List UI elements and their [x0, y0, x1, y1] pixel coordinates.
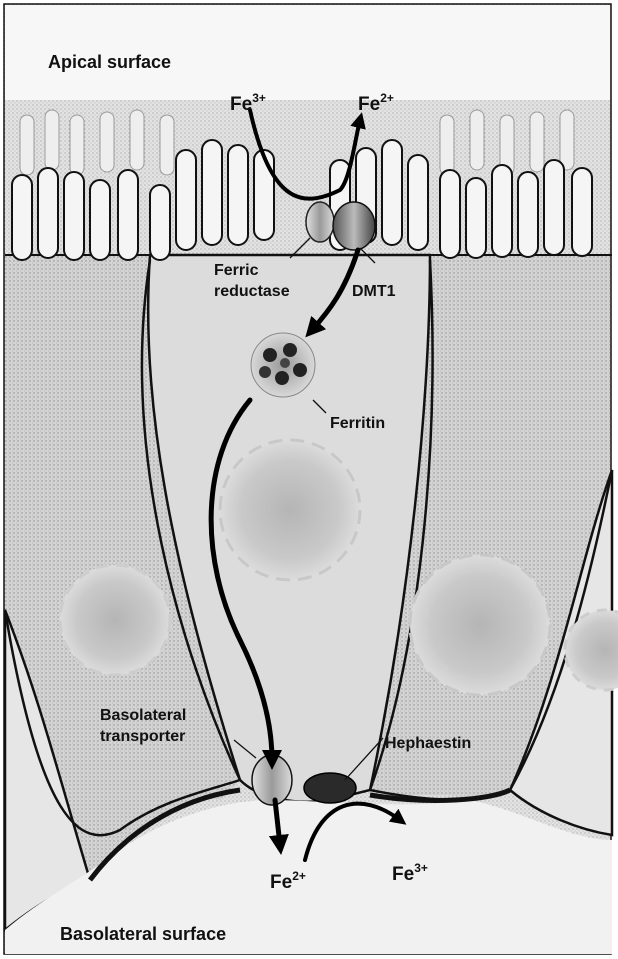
apical-surface-label: Apical surface [48, 52, 171, 72]
ferritin-label: Ferritin [330, 415, 385, 432]
ferritin-complex [251, 333, 315, 397]
basolateral-transporter-label-line1: Basolateral [100, 707, 186, 724]
dmt1-protein [333, 202, 375, 250]
hephaestin-protein [304, 773, 356, 803]
dmt1-label: DMT1 [352, 283, 396, 300]
basolateral-transporter-label-line2: transporter [100, 728, 185, 745]
basolateral-surface-label: Basolateral surface [60, 924, 226, 944]
ferric-reductase-protein [306, 202, 334, 242]
hephaestin-label: Hephaestin [385, 735, 471, 752]
ferric-reductase-label-line2: reductase [214, 283, 290, 300]
ferric-reductase-label-line1: Ferric [214, 262, 259, 279]
